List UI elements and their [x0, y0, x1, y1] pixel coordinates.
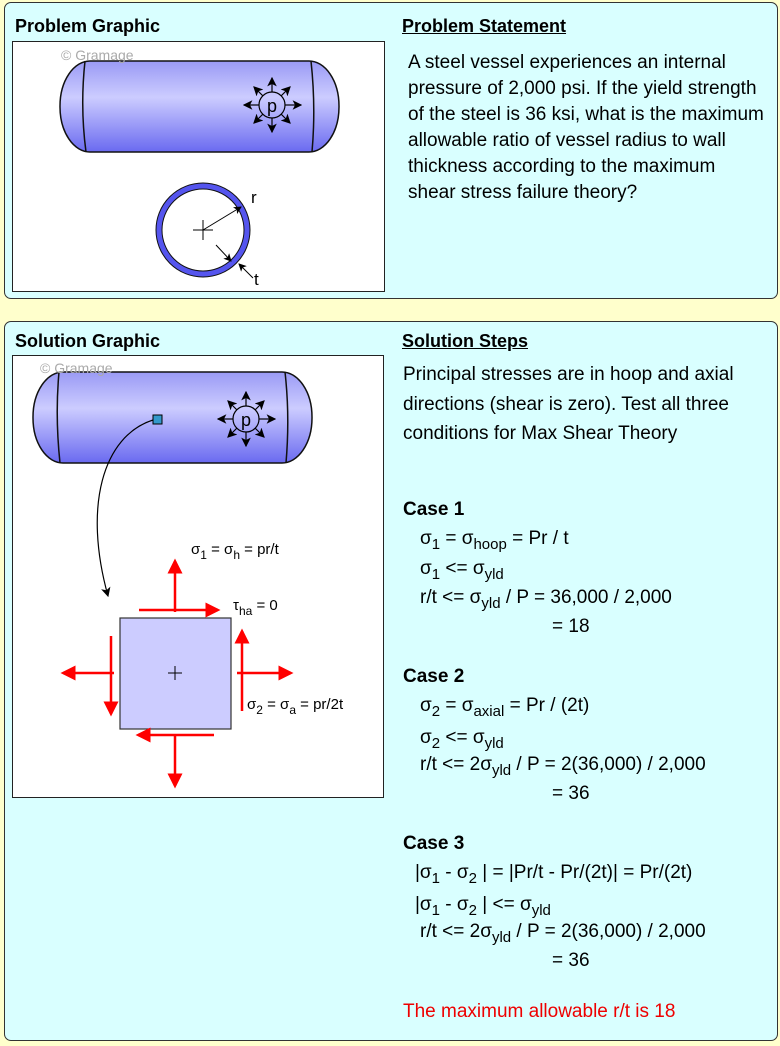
math-text: - σ: [440, 894, 469, 915]
subscript: axial: [473, 703, 505, 720]
subscript: 1: [431, 566, 441, 583]
solution-steps-title: Solution Steps: [402, 331, 528, 351]
sigma2-label: σ2 = σa = pr/2t: [247, 696, 344, 717]
math-text: / P = 2(36,000) / 2,000: [511, 754, 706, 775]
math-text: = 36: [552, 950, 590, 971]
math-text: σ: [420, 528, 432, 549]
subscript: 1: [431, 902, 441, 919]
math-text: = σ: [440, 695, 474, 716]
solution-graphic: © Gramage p: [12, 355, 384, 798]
vessel-icon: [59, 60, 340, 153]
case-line: |σ1 - σ2 | = |Pr/t - Pr/(2t)| = Pr/(2t): [415, 862, 693, 887]
case-line: σ2 = σaxial = Pr / (2t): [420, 695, 590, 720]
math-text: |σ: [415, 862, 432, 883]
math-text: <= σ: [440, 558, 485, 579]
case-line: r/t <= 2σyld / P = 2(36,000) / 2,000: [420, 754, 706, 779]
subscript: yld: [484, 735, 504, 752]
math-text: σ: [420, 727, 432, 748]
math-text: = 18: [552, 616, 590, 637]
subscript: 1: [431, 536, 441, 553]
subscript: yld: [491, 929, 512, 946]
subscript: 2: [468, 902, 477, 919]
tau-label: τha = 0: [233, 597, 278, 618]
vessel-icon: [32, 371, 313, 464]
solution-panel: Solution Graphic Solution Steps © Gramag…: [4, 321, 778, 1041]
math-text: | <= σ: [476, 894, 532, 915]
solution-intro: Principal stresses are in hoop and axial…: [403, 364, 734, 444]
watermark: © Gramage: [40, 360, 113, 376]
case-line: σ2 <= σyld: [420, 727, 504, 752]
case-2-title: Case 2: [403, 666, 465, 687]
math-text: = Pr / t: [506, 528, 569, 549]
curved-arrow-icon: [96, 419, 154, 598]
solution-graphic-title: Solution Graphic: [15, 331, 161, 351]
stress-element-diagram: © Gramage p: [32, 360, 344, 789]
subscript: 2: [431, 703, 441, 720]
case-line: |σ1 - σ2 | <= σyld: [415, 894, 551, 919]
subscript: yld: [481, 595, 501, 612]
math-text: r/t <= 2σ: [420, 921, 492, 942]
subscript: yld: [491, 762, 512, 779]
pressure-label: p: [267, 96, 277, 116]
pressure-symbol-icon: [216, 390, 277, 448]
problem-statement: A steel vessel experiences an internal p…: [408, 52, 764, 203]
math-text: r/t <= 2σ: [420, 754, 492, 775]
thickness-label: t: [254, 270, 259, 289]
subscript: yld: [484, 566, 504, 583]
subscript: yld: [531, 902, 551, 919]
problem-graphic: © Gramage p: [12, 41, 385, 292]
final-answer: The maximum allowable r/t is 18: [403, 1001, 676, 1022]
math-text: = σ: [440, 528, 474, 549]
subscript: hoop: [473, 536, 507, 553]
math-text: / P = 2(36,000) / 2,000: [511, 921, 706, 942]
case-1-title: Case 1: [403, 499, 465, 520]
math-text: σ: [420, 558, 432, 579]
math-text: / P = 36,000 / 2,000: [500, 587, 672, 608]
problem-graphic-title: Problem Graphic: [15, 16, 161, 36]
case-line: = 36: [552, 950, 590, 972]
element-marker: [152, 414, 163, 425]
cross-section-icon: [155, 182, 254, 279]
subscript: 2: [431, 735, 441, 752]
math-text: = 36: [552, 783, 590, 804]
math-text: |σ: [415, 894, 432, 915]
case-line: r/t <= 2σyld / P = 2(36,000) / 2,000: [420, 921, 706, 946]
subscript: 1: [431, 870, 441, 887]
radius-label: r: [251, 188, 257, 207]
math-text: = Pr / (2t): [504, 695, 590, 716]
pressure-label: p: [241, 410, 251, 430]
watermark: © Gramage: [61, 47, 134, 63]
problem-statement-title: Problem Statement: [402, 16, 567, 36]
pressure-symbol-icon: [242, 76, 303, 134]
case-line: r/t <= σyld / P = 36,000 / 2,000: [420, 587, 672, 612]
math-text: σ: [420, 695, 432, 716]
case-line: = 18: [552, 616, 590, 638]
case-line: σ1 = σhoop = Pr / t: [420, 528, 569, 553]
case-line: = 36: [552, 783, 590, 805]
subscript: 2: [468, 870, 477, 887]
sigma1-label: σ1 = σh = pr/t: [191, 541, 280, 562]
case-3-title: Case 3: [403, 833, 465, 854]
case-line: σ1 <= σyld: [420, 558, 504, 583]
math-text: <= σ: [440, 727, 485, 748]
stress-arrows: [60, 558, 294, 789]
math-text: r/t <= σ: [420, 587, 482, 608]
problem-panel: Problem Graphic Problem Statement © Gram…: [4, 2, 778, 299]
pressure-vessel-diagram: © Gramage p: [59, 47, 340, 289]
math-text: | = |Pr/t - Pr/(2t)| = Pr/(2t): [476, 862, 693, 883]
math-text: - σ: [440, 862, 469, 883]
